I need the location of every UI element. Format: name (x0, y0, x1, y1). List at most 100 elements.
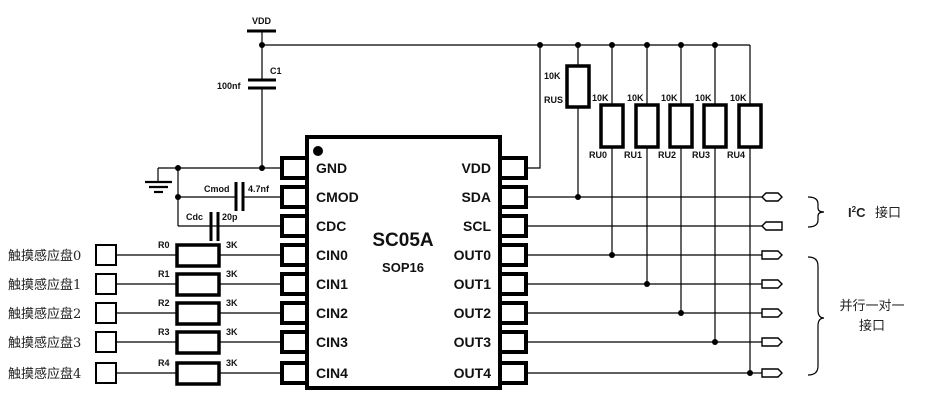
parallel-interface-line2: 接口 (859, 318, 885, 334)
resistor-name: R1 (158, 269, 170, 279)
port-connector (761, 368, 783, 378)
pin-label: CMOD (316, 189, 359, 205)
c1-name: C1 (270, 66, 282, 76)
pin-pad (280, 156, 309, 180)
pin-label: OUT3 (454, 334, 492, 350)
pullup-rus: 10K RUS (544, 42, 591, 200)
output-line (526, 368, 783, 378)
input-resistor (175, 361, 221, 386)
pin-label: OUT4 (454, 365, 492, 381)
output-line (526, 221, 783, 231)
resistor-name: R3 (158, 327, 170, 337)
touch-pad (95, 302, 117, 324)
chip-package: SOP16 (382, 260, 424, 275)
resistor-name: R2 (158, 298, 170, 308)
resistor-value: 10K (730, 93, 747, 103)
pin-label: VDD (461, 160, 491, 176)
pin-pad (498, 301, 528, 325)
resistor-name: R4 (158, 358, 170, 368)
pin-label: CDC (316, 218, 346, 234)
i2c-interface-text: 接口 (875, 205, 901, 221)
i2c-brace (807, 196, 825, 228)
chip-name: SC05A (372, 230, 434, 251)
ground-icon (145, 180, 172, 194)
pullup-resistor (565, 64, 591, 109)
resistor-value: 3K (226, 327, 238, 337)
c1-value: 100nf (217, 81, 242, 91)
touch-pad (95, 362, 117, 384)
pin-label: SCL (463, 218, 491, 234)
vdd-label: VDD (252, 16, 272, 26)
touch-pad (95, 244, 117, 266)
resistor-name: RUS (544, 95, 563, 105)
pin-label: OUT1 (454, 276, 492, 292)
resistor-value: 10K (661, 93, 678, 103)
pin-pad (280, 301, 309, 325)
touch-pad-label: 触摸感应盘4 (8, 366, 81, 382)
pin-pad (280, 185, 309, 209)
parallel-interface-line1: 并行一对一 (839, 299, 904, 314)
pin-label: CIN1 (316, 276, 348, 292)
capacitor-cdc: Cdc 20p (186, 212, 238, 241)
pin-pad (498, 243, 528, 267)
pin-pad (498, 185, 528, 209)
pin-label: GND (316, 160, 347, 176)
pin-pad (280, 272, 309, 296)
cdc-name: Cdc (186, 212, 203, 222)
resistor-name: R0 (158, 240, 170, 250)
pin-pad (498, 214, 528, 238)
output-line (526, 308, 783, 318)
resistor-value: 10K (544, 71, 561, 81)
pin-pad (498, 330, 528, 354)
pullup-resistor (668, 103, 694, 149)
capacitor-cmod: Cmod 4.7nf (204, 182, 270, 211)
resistor-value: 3K (226, 298, 238, 308)
pin-pad (498, 156, 528, 180)
input-resistor (175, 272, 221, 297)
svg-text:I2C: I2C (848, 205, 866, 220)
resistor-value: 3K (226, 358, 238, 368)
pin-label: CIN4 (316, 365, 348, 381)
vdd-pin-wire (527, 45, 541, 169)
touch-pad-label: 触摸感应盘2 (8, 306, 81, 322)
pin-pad (280, 361, 309, 385)
input-resistor (175, 243, 221, 268)
touch-pad (95, 273, 117, 295)
port-connector (761, 250, 783, 260)
pin-label: SDA (461, 189, 491, 205)
touch-channel: 触摸感应盘4 R4 3K (8, 358, 282, 386)
pin1-marker (313, 146, 323, 156)
output-line (526, 192, 783, 202)
touch-channel: 触摸感应盘2 R2 3K (8, 298, 282, 326)
pin-pad (280, 214, 309, 238)
resistor-name: RU3 (692, 150, 710, 160)
resistor-value: 3K (226, 240, 238, 250)
ground-network (145, 165, 282, 227)
resistor-name: RU0 (589, 150, 607, 160)
parallel-brace (807, 256, 825, 376)
port-connector (761, 308, 783, 318)
i2c-interface-label: I2C 接口 (848, 205, 901, 221)
cdc-value: 20p (222, 212, 238, 222)
resistor-name: RU1 (624, 150, 642, 160)
output-line (526, 337, 783, 347)
pullup-resistor (702, 103, 728, 149)
output-line (526, 279, 783, 289)
cmod-name: Cmod (204, 184, 230, 194)
pin-label: CIN3 (316, 334, 348, 350)
output-lines (526, 192, 783, 378)
touch-pad-label: 触摸感应盘0 (8, 248, 81, 264)
capacitor-c1: C1 100nf (217, 66, 282, 91)
pin-label: OUT2 (454, 305, 492, 321)
pullup-resistor (737, 103, 763, 149)
pin-pad (280, 330, 309, 354)
